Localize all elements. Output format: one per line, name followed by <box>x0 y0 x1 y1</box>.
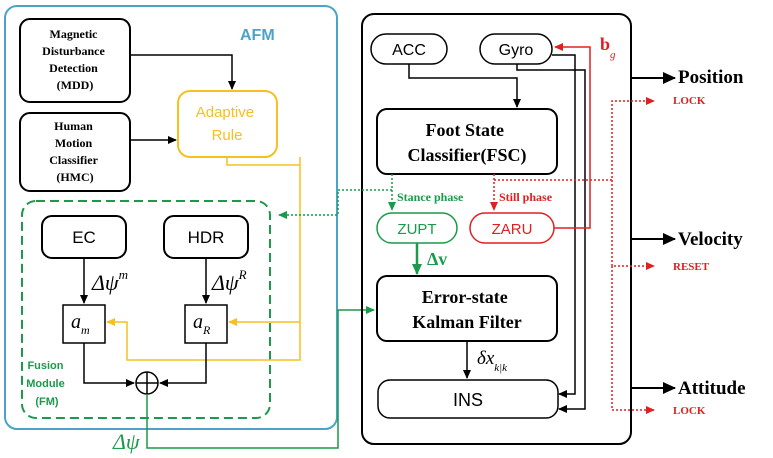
gyro-to-ins-arrow-1 <box>552 54 576 398</box>
mdd-label-line2: Disturbance <box>42 44 105 58</box>
position-label: Position <box>678 67 744 88</box>
attitude-label: Attitude <box>678 378 746 399</box>
hmc-label-line1: Human <box>54 119 93 133</box>
attitude-note: LOCK <box>673 405 706 417</box>
position-note: LOCK <box>673 95 706 107</box>
hmc-label-line2: Motion <box>55 136 93 150</box>
delta-psi-m-superscript: m <box>119 267 128 282</box>
afm-frame <box>4 5 338 430</box>
fusion-module-line3: (FM) <box>35 396 59 408</box>
svg-text:am: am <box>71 311 90 337</box>
svg-text:bg: bg <box>600 34 616 61</box>
fusion-module-line2: Module <box>26 378 65 390</box>
svg-text:ΔψR: ΔψR <box>211 267 247 295</box>
delta-x-label: δx <box>477 348 495 369</box>
svg-text:Magnetic Disturbance D: Magnetic Disturbance Detection (MDD) <box>42 27 108 92</box>
mdd-label-line4: (MDD) <box>57 78 94 92</box>
mdd-box <box>19 18 131 103</box>
fusion-module-frame <box>21 200 271 419</box>
am-label: a <box>71 311 81 333</box>
svg-text:Human Motion Classifie: Human Motion Classifier (HMC) <box>49 119 100 184</box>
svg-text:δxk|k: δxk|k <box>477 348 508 374</box>
fsc-box <box>376 108 558 175</box>
ekf-label-line1: Error-state <box>422 287 508 307</box>
stance-to-afm-arrow <box>278 189 392 219</box>
ar-box <box>184 304 228 344</box>
ins-frame <box>361 13 632 445</box>
svg-text:Δψm: Δψm <box>91 267 128 295</box>
velocity-label: Velocity <box>678 229 743 250</box>
still-phase-bus <box>494 97 655 181</box>
svg-text:Adaptive Rule: Adaptive Rule <box>196 104 259 144</box>
delta-psi-r-superscript: R <box>238 267 247 282</box>
still-phase-bus-attitude <box>611 266 655 414</box>
adaptive-rule-box <box>177 90 278 158</box>
delta-psi-m-label: Δψ <box>91 270 119 295</box>
zaru-to-gyro-arrow <box>554 43 591 229</box>
ins-label: INS <box>453 390 483 410</box>
ar-subscript: R <box>202 323 211 337</box>
stance-phase-label: Stance phase <box>397 190 464 204</box>
acc-to-ins-arrow <box>516 64 586 413</box>
zaru-label: ZARU <box>492 221 533 238</box>
fusion-to-ekf-arrow <box>146 306 375 449</box>
delta-x-subscript: k|k <box>494 362 508 374</box>
mdd-label-line3: Detection <box>49 61 98 75</box>
ar-to-sum-arrow <box>159 343 207 387</box>
svg-text:Error-state Kalman Filter: Error-state Kalman Filter <box>412 287 521 332</box>
velocity-note: RESET <box>673 261 710 273</box>
bias-subscript: g <box>610 49 616 61</box>
gyro-box <box>479 33 553 65</box>
bias-label: b <box>600 34 610 54</box>
adaptive-to-am-arrow <box>107 157 301 361</box>
fusion-module-line1: Fusion <box>27 360 63 372</box>
fsc-label-line2: Classifier(FSC) <box>408 145 527 166</box>
svg-text:Fusion Module (FM): Fusion Module (FM) <box>26 360 68 408</box>
fsc-label-line1: Foot State <box>426 120 504 140</box>
ec-label: EC <box>72 228 96 247</box>
svg-text:Foot State Classifier(FSC): Foot State Classifier(FSC) <box>408 120 527 166</box>
fusion-output-label: Δψ <box>112 429 140 454</box>
adaptive-rule-line2: Rule <box>212 127 243 144</box>
adaptive-rule-line1: Adaptive <box>196 104 254 121</box>
ar-label: a <box>193 311 203 333</box>
ekf-label-line2: Kalman Filter <box>412 312 521 332</box>
gyro-label: Gyro <box>499 42 534 59</box>
hmc-label-line4: (HMC) <box>56 170 93 184</box>
svg-text:aR: aR <box>193 311 211 337</box>
acc-to-fsc-arrow <box>408 64 521 108</box>
delta-v-label: Δv <box>427 249 447 269</box>
hmc-box <box>19 112 131 192</box>
am-subscript: m <box>81 323 90 337</box>
am-to-sum-arrow <box>83 343 135 387</box>
hdr-label: HDR <box>188 228 225 247</box>
acc-label: ACC <box>392 42 426 59</box>
mdd-to-adaptive-arrow <box>130 54 236 90</box>
ins-box <box>377 379 559 419</box>
still-phase-bus-velocity <box>611 180 655 270</box>
zupt-label: ZUPT <box>397 221 436 238</box>
mdd-label-line1: Magnetic <box>50 27 99 41</box>
afm-title: AFM <box>240 27 275 44</box>
still-phase-label: Still phase <box>499 190 553 204</box>
delta-psi-r-label: Δψ <box>211 270 239 295</box>
hmc-label-line3: Classifier <box>49 153 98 167</box>
